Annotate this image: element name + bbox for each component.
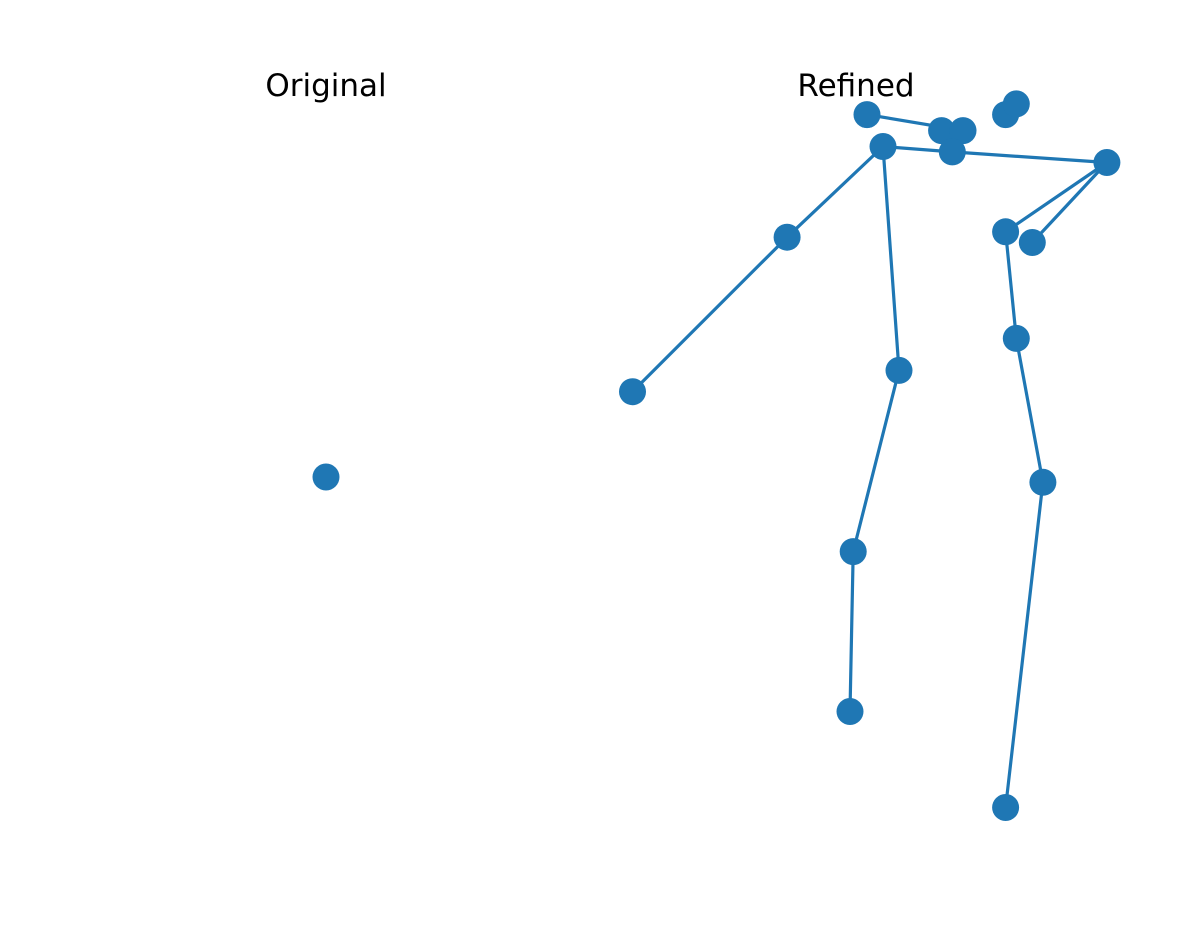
refined-joint-17 bbox=[992, 794, 1020, 821]
refined-joint-1 bbox=[928, 117, 956, 145]
refined-joint-10 bbox=[619, 378, 646, 406]
refined-joint-8 bbox=[773, 223, 801, 251]
refined-joint-15 bbox=[1029, 468, 1057, 496]
panel-refined-points bbox=[619, 90, 1121, 821]
refined-bone-4 bbox=[630, 235, 789, 394]
refined-bone-10 bbox=[1003, 230, 1018, 340]
panel-original-title: Original bbox=[265, 68, 386, 104]
panel-original-points bbox=[312, 463, 340, 491]
refined-bone-5 bbox=[1030, 160, 1109, 245]
panel-refined: Refined bbox=[619, 68, 1121, 821]
refined-joint-16 bbox=[836, 698, 864, 725]
refined-joint-0 bbox=[853, 101, 881, 129]
refined-joint-5 bbox=[869, 133, 897, 160]
refined-bone-3 bbox=[785, 144, 885, 239]
refined-joint-9 bbox=[1018, 229, 1046, 256]
refined-joint-14 bbox=[839, 538, 867, 566]
panel-refined-edges bbox=[630, 112, 1109, 810]
refined-joint-7 bbox=[1093, 149, 1121, 176]
refined-bone-11 bbox=[1014, 336, 1045, 484]
refined-bone-8 bbox=[851, 368, 901, 554]
refined-joint-6 bbox=[938, 138, 966, 166]
original-joint-0 bbox=[312, 463, 340, 491]
refined-joint-4 bbox=[1002, 90, 1030, 118]
refined-bone-2 bbox=[950, 150, 1109, 165]
panel-original: Original bbox=[265, 68, 387, 491]
refined-bone-6 bbox=[1003, 160, 1109, 234]
panel-refined-title: Refined bbox=[797, 68, 914, 104]
refined-bone-9 bbox=[848, 549, 855, 714]
refined-bone-12 bbox=[1003, 480, 1045, 810]
refined-joint-13 bbox=[1002, 324, 1030, 352]
refined-bone-7 bbox=[881, 144, 901, 372]
refined-joint-2 bbox=[949, 117, 977, 145]
refined-joint-11 bbox=[992, 218, 1020, 246]
refined-joint-12 bbox=[885, 356, 913, 384]
